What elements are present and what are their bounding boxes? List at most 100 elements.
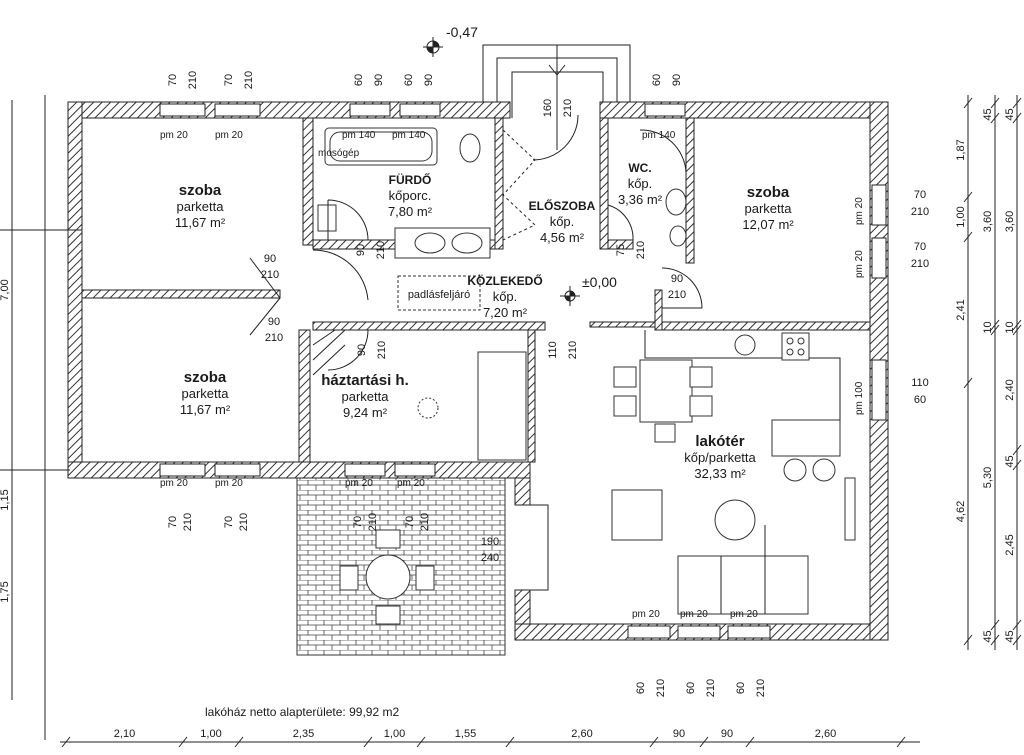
right-dimension: 2,41 (955, 299, 967, 320)
coffee-table (714, 499, 756, 541)
opening-width: 60 (635, 682, 647, 694)
room-name: szoba (747, 184, 790, 201)
right-dimension: 3,60 (982, 211, 994, 232)
door-width: 190 (481, 536, 499, 548)
opening-height: 210 (635, 241, 647, 259)
room-floor: parketta (745, 201, 793, 216)
opening-height: 210 (376, 341, 388, 359)
dimension-tick (416, 736, 426, 748)
sill-height: pm 20 (160, 130, 188, 141)
opening-height: 210 (562, 99, 574, 117)
level-marker-floor: ±0,00 (560, 274, 617, 306)
dimension-tick (363, 736, 373, 748)
right-dimension: 10 (982, 321, 994, 333)
opening-width: 70 (167, 516, 179, 528)
dimension-tick (896, 736, 906, 748)
sill-height: pm 100 (854, 381, 865, 415)
opening-width: 110 (547, 341, 559, 359)
bottom-dimension: 1,00 (200, 728, 221, 740)
sill-height: pm 140 (642, 130, 676, 141)
room-floor: kőp. (628, 176, 653, 191)
right-dimension: 45 (1004, 108, 1016, 120)
room-name: KÖZLEKEDŐ (467, 273, 542, 288)
room-area: 12,07 m² (742, 217, 794, 232)
opening-height: 210 (238, 513, 250, 531)
opening-width: 70 (223, 516, 235, 528)
net-area-label: lakóház netto alapterülete: 99,92 m2 (205, 705, 399, 719)
door-height: 210 (261, 269, 279, 281)
dining-table (639, 359, 693, 423)
right-dimension: 2,40 (1004, 379, 1016, 400)
dimension-tick (963, 377, 973, 389)
opening-width: 90 (356, 344, 368, 356)
sofa (677, 555, 809, 615)
dimension-tick (1012, 324, 1022, 336)
room-area: 11,67 m² (180, 402, 231, 417)
opening-height: 210 (655, 679, 667, 697)
dimension-tick (61, 736, 71, 748)
opening-width: 110 (911, 377, 929, 389)
right-dimension: 10 (1004, 321, 1016, 333)
dimension-tick (963, 634, 973, 646)
sill-height: pm 20 (397, 478, 425, 489)
opening-width: 90 (355, 244, 367, 256)
left-dimension: 1,75 (0, 581, 11, 602)
right-dimension: 45 (982, 630, 994, 642)
right-dimension: 45 (1004, 630, 1016, 642)
tv (844, 477, 856, 541)
dimension-lines (0, 95, 1018, 743)
dimension-tick (990, 619, 1000, 631)
right-dimension: 1,87 (955, 139, 967, 160)
windows (159, 103, 887, 639)
bottom-dimension: 90 (673, 728, 685, 740)
opening-height: 60 (914, 394, 926, 406)
opening-height: 210 (911, 258, 929, 270)
level-entrance: -0,47 (446, 24, 478, 40)
sill-height: pm 20 (345, 478, 373, 489)
bottom-dimension: 2,60 (815, 728, 836, 740)
opening-width: 70 (167, 74, 179, 86)
dimension-tick (990, 319, 1000, 331)
room-name: szoba (179, 182, 222, 199)
door-width: 90 (671, 273, 683, 285)
opening-width: 70 (352, 516, 364, 528)
dimension-tick (1012, 319, 1022, 331)
sill-height: pm 140 (392, 130, 426, 141)
sink (414, 232, 446, 254)
opening-width: 70 (914, 241, 926, 253)
sink (451, 232, 483, 254)
door-height: 210 (668, 289, 686, 301)
dimension-tick (1012, 112, 1022, 124)
attic-stairs-label: padlásfeljáró (408, 289, 470, 301)
opening-width: 60 (403, 74, 415, 86)
room-area: 3,36 m² (618, 192, 663, 207)
right-dimension: 3,60 (1004, 211, 1016, 232)
dimension-tick (990, 634, 1000, 646)
room-area: 9,24 m² (343, 405, 388, 420)
room-area: 7,20 m² (483, 305, 528, 320)
door-height: 210 (265, 332, 283, 344)
right-dimension: 1,00 (955, 206, 967, 227)
washer-label: mosógép (318, 148, 360, 159)
opening-width: 70 (404, 516, 416, 528)
room-area: 32,33 m² (694, 466, 746, 481)
bottom-dimension: 2,35 (293, 728, 314, 740)
dimension-tick (234, 736, 244, 748)
wc-toilet (665, 188, 687, 216)
room-label: WC.kőp.3,36 m² (618, 161, 663, 207)
door-width: 90 (268, 316, 280, 328)
opening-width: 75 (615, 244, 627, 256)
dimension-tick (1012, 634, 1022, 646)
sill-height: pm 20 (632, 609, 660, 620)
opening-height: 210 (911, 206, 929, 218)
opening-height: 210 (187, 71, 199, 89)
room-name: WC. (628, 161, 651, 175)
bottom-dimension: 1,55 (455, 728, 476, 740)
